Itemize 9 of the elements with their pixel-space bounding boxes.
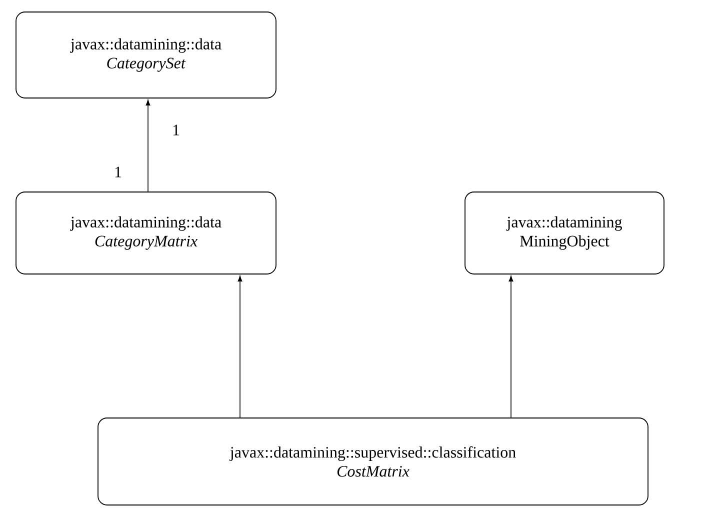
arrow (146, 100, 150, 192)
class-box: javax::datamining MiningObject (464, 192, 664, 274)
class-box: javax::datamining::data CategoryMatrix (16, 192, 276, 274)
multiplicity-label: 1 (173, 124, 180, 136)
multiplicity-label: 1 (115, 166, 122, 178)
arrow (508, 276, 514, 418)
class-box: javax::datamining::data CategorySet (16, 12, 276, 98)
class-box: javax::datamining::supervised::classification CostMatrix (98, 418, 648, 506)
arrow (238, 276, 242, 418)
